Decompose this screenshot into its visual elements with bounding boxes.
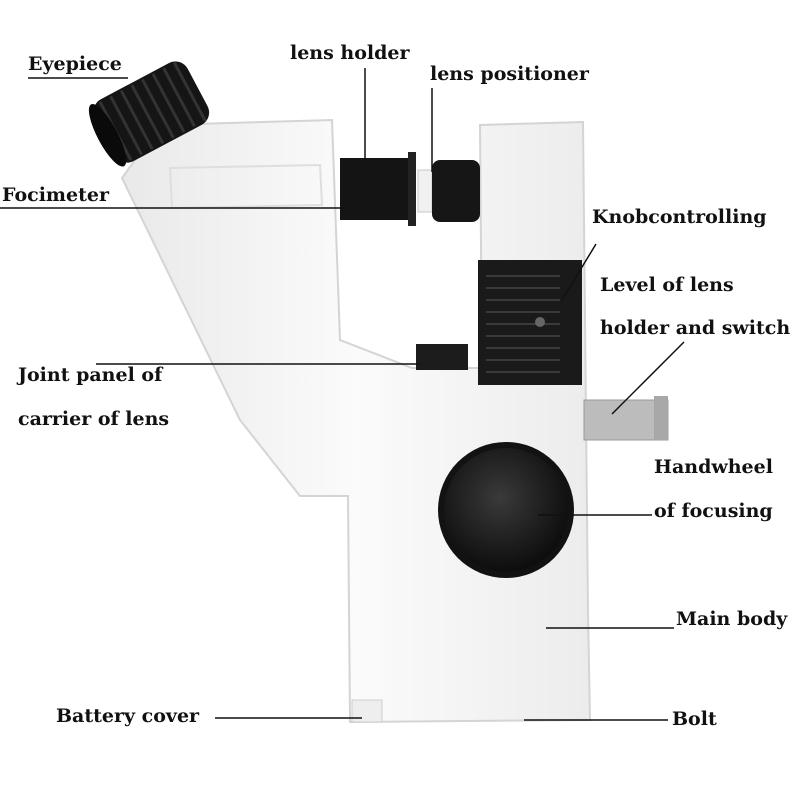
battery-cover-shape [351,699,383,723]
label-knob-line1: Knobcontrolling [592,206,767,228]
lens-holder-shape [340,158,412,220]
leader-lines [0,68,685,721]
label-knob-line3: holder and switch [600,317,791,339]
eyepiece-icon [88,61,210,167]
label-bolt: Bolt [672,708,717,730]
label-lens-holder: lens holder [290,42,410,64]
main-body-shape [120,118,592,724]
label-battery-cover: Battery cover [56,705,200,727]
label-joint-line1: Joint panel of [18,364,163,386]
joint-panel-shape [416,344,468,370]
label-main-body: Main body [676,608,788,630]
label-joint-line2: carrier of lens [18,408,170,430]
label-focimeter: Focimeter [2,184,109,206]
level-knob-shape [478,260,582,385]
lens-positioner-shape [417,169,433,213]
label-knob-line2: Level of lens [600,274,734,296]
label-eyepiece: Eyepiece [28,53,122,75]
label-handwheel-line1: Handwheel [654,456,773,478]
front-panel-groove [168,163,324,210]
label-lens-positioner: lens positioner [430,63,589,85]
label-handwheel-line2: of focusing [654,500,773,522]
